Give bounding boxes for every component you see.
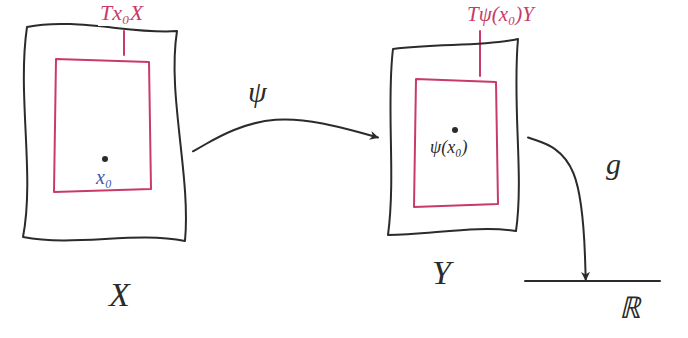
map-label: ψ [246,74,269,110]
point-dot [452,127,458,133]
manifold-surface-path [388,39,519,235]
manifold-surface: Tx₀Xx₀X [15,15,193,250]
point-label: ψ(x₀) [428,137,469,159]
leader-line [479,31,481,76]
point-label: x₀ [94,165,114,189]
manifold-surface-outline [15,15,193,250]
real-line: ℝ [525,280,660,334]
tangent-plane-path [54,59,151,192]
map-arrow [193,119,378,151]
leader-line [123,31,125,55]
tangent-space-label: Tψ(x₀)Y [465,2,536,27]
space-label: Y [430,253,453,294]
space-label: X [107,275,132,316]
map-label: g [604,146,623,182]
manifold-surface-path [23,24,186,241]
map-arrow [528,138,586,281]
real-line-path [525,280,660,282]
tangent-space-label: Tx₀X [98,0,145,26]
tangent-plane: Tx₀Xx₀ [48,55,153,195]
tangent-plane-path [414,79,498,207]
manifold-surface: Tψ(x₀)Yψ(x₀)Y [378,35,528,240]
space-label: ℝ [617,290,642,326]
point-dot [102,156,108,162]
tangent-plane: Tψ(x₀)Yψ(x₀) [408,75,500,210]
